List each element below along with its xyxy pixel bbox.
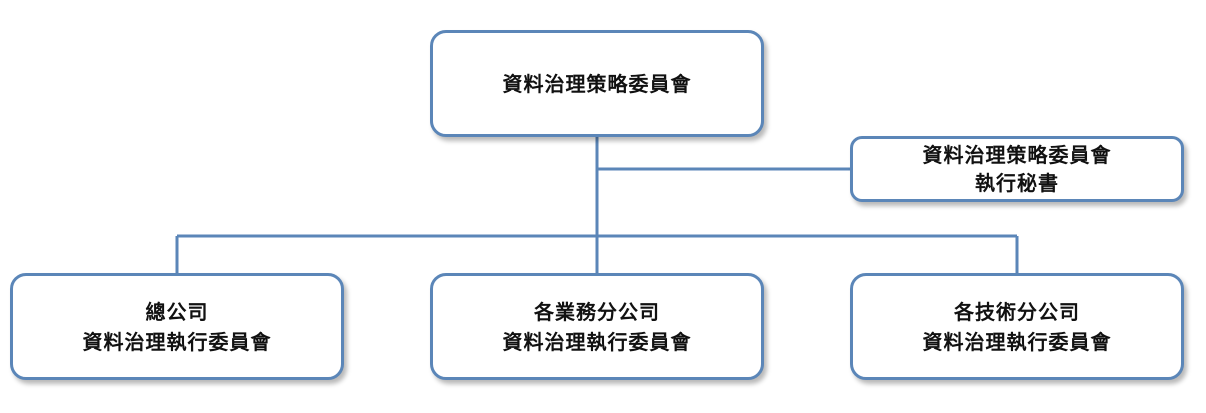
node-executive-secretary-line2: 執行秘書 <box>975 171 1059 195</box>
node-headquarters-committee-line2: 資料治理執行委員會 <box>82 329 272 354</box>
node-business-branch-committee-line1: 各業務分公司 <box>534 299 660 324</box>
node-business-branch-committee-line2: 資料治理執行委員會 <box>502 329 692 354</box>
node-technical-branch-committee: 各技術分公司 資料治理執行委員會 <box>850 273 1184 380</box>
node-executive-secretary: 資料治理策略委員會 執行秘書 <box>850 136 1184 202</box>
node-headquarters-committee: 總公司 資料治理執行委員會 <box>10 273 344 380</box>
node-technical-branch-committee-line1: 各技術分公司 <box>954 299 1080 324</box>
node-strategy-committee-label: 資料治理策略委員會 <box>502 71 692 96</box>
node-business-branch-committee: 各業務分公司 資料治理執行委員會 <box>430 273 764 380</box>
node-strategy-committee: 資料治理策略委員會 <box>430 30 764 137</box>
node-headquarters-committee-line1: 總公司 <box>145 299 209 324</box>
node-executive-secretary-line1: 資料治理策略委員會 <box>922 143 1112 167</box>
node-technical-branch-committee-line2: 資料治理執行委員會 <box>922 329 1112 354</box>
